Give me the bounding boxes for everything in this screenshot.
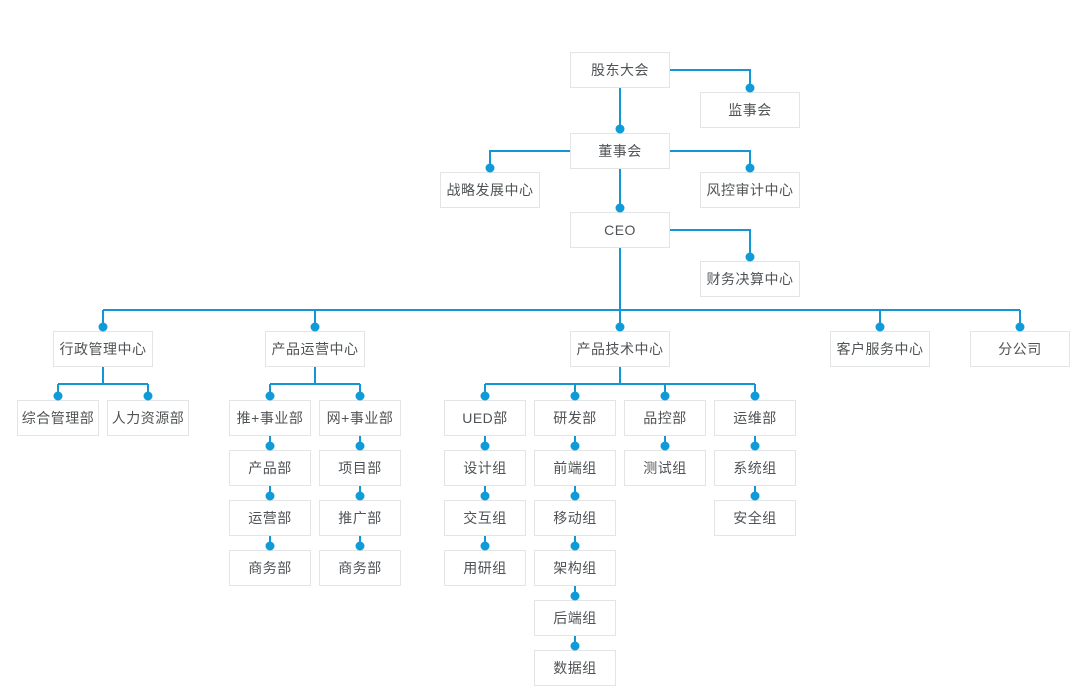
org-node-product-operation-center: 产品运营中心	[265, 331, 365, 367]
org-node-risk-audit-center: 风控审计中心	[700, 172, 800, 208]
org-node-security-group: 安全组	[714, 500, 796, 536]
org-node-supervisory-board: 监事会	[700, 92, 800, 128]
org-node-finance-settlement-center: 财务决算中心	[700, 261, 800, 297]
org-node-admin-management-center: 行政管理中心	[53, 331, 153, 367]
org-node-qc-dept: 品控部	[624, 400, 706, 436]
org-node-strategy-development-center: 战略发展中心	[440, 172, 540, 208]
org-node-mobile-group: 移动组	[534, 500, 616, 536]
org-node-customer-service-center: 客户服务中心	[830, 331, 930, 367]
org-node-interaction-group: 交互组	[444, 500, 526, 536]
org-node-ued-dept: UED部	[444, 400, 526, 436]
org-node-product-tech-center: 产品技术中心	[570, 331, 670, 367]
org-node-rd-dept: 研发部	[534, 400, 616, 436]
org-node-ops-dept: 运维部	[714, 400, 796, 436]
org-node-backend-group: 后端组	[534, 600, 616, 636]
org-node-product-dept: 产品部	[229, 450, 311, 486]
org-node-business-dept-wang: 商务部	[319, 550, 401, 586]
org-node-ceo: CEO	[570, 212, 670, 248]
org-node-tui-business-unit: 推+事业部	[229, 400, 311, 436]
org-node-system-group: 系统组	[714, 450, 796, 486]
org-node-operation-dept: 运营部	[229, 500, 311, 536]
org-node-wang-business-unit: 网+事业部	[319, 400, 401, 436]
org-node-test-group: 测试组	[624, 450, 706, 486]
org-node-design-group: 设计组	[444, 450, 526, 486]
org-node-branch-company: 分公司	[970, 331, 1070, 367]
org-node-business-dept-tui: 商务部	[229, 550, 311, 586]
org-node-architecture-group: 架构组	[534, 550, 616, 586]
org-node-shareholders-meeting: 股东大会	[570, 52, 670, 88]
org-node-user-research-group: 用研组	[444, 550, 526, 586]
org-node-promotion-dept: 推广部	[319, 500, 401, 536]
org-node-hr-dept: 人力资源部	[107, 400, 189, 436]
org-node-frontend-group: 前端组	[534, 450, 616, 486]
org-node-project-dept: 项目部	[319, 450, 401, 486]
org-node-general-admin-dept: 综合管理部	[17, 400, 99, 436]
org-node-data-group: 数据组	[534, 650, 616, 686]
org-node-board-of-directors: 董事会	[570, 133, 670, 169]
